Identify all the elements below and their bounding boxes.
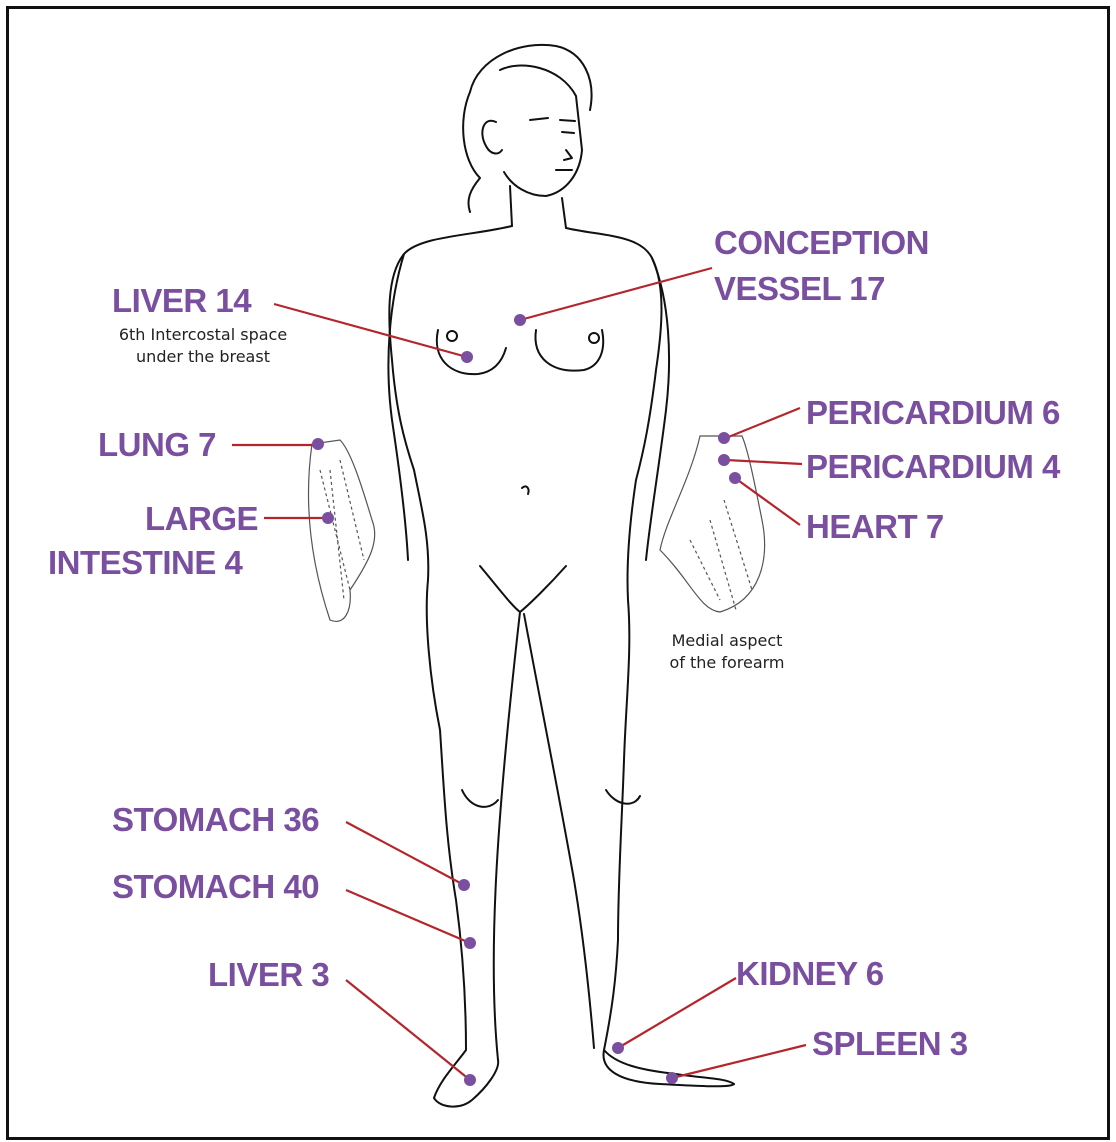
underwear-line [480, 566, 566, 612]
label-stomach-36: STOMACH 36 [112, 803, 319, 836]
note-liver-14-line2: under the breast [110, 346, 296, 368]
label-li4-line1: LARGE [80, 502, 258, 535]
note-forearm-line1: Medial aspect [642, 630, 812, 652]
note-forearm: Medial aspect of the forearm [642, 630, 812, 673]
point-lung7 [312, 438, 324, 450]
point-pc6 [718, 432, 730, 444]
label-stomach-40: STOMACH 40 [112, 870, 319, 903]
label-spleen-3: SPLEEN 3 [812, 1027, 968, 1060]
ponytail [463, 92, 480, 212]
breast-right [535, 330, 603, 371]
point-cv17 [514, 314, 526, 326]
inner-leg-right [524, 614, 594, 1048]
point-ht7 [729, 472, 741, 484]
label-heart-7: HEART 7 [806, 510, 944, 543]
point-liver14 [461, 351, 473, 363]
note-forearm-line2: of the forearm [642, 652, 812, 674]
point-st40 [464, 937, 476, 949]
point-kd6 [612, 1042, 624, 1054]
label-lung-7: LUNG 7 [98, 428, 216, 461]
label-liver-14: LIVER 14 [112, 284, 251, 317]
note-liver-14-line1: 6th Intercostal space [110, 324, 296, 346]
leader-sp3 [672, 1045, 806, 1078]
point-lv3 [464, 1074, 476, 1086]
label-liver-3: LIVER 3 [208, 958, 329, 991]
arm-right [646, 258, 669, 560]
inner-leg-left [494, 612, 520, 1060]
face-outline [500, 66, 582, 196]
leader-cv17 [520, 268, 712, 320]
point-pc4 [718, 454, 730, 466]
label-li4-line2: INTESTINE 4 [48, 546, 242, 579]
label-pericardium-4: PERICARDIUM 4 [806, 450, 1060, 483]
note-liver-14: 6th Intercostal space under the breast [110, 324, 296, 367]
label-cv17-line2: VESSEL 17 [714, 272, 885, 305]
leader-st40 [346, 890, 470, 943]
ear [482, 121, 502, 154]
leader-pc6 [726, 408, 800, 438]
leader-pc4 [726, 460, 802, 464]
label-kidney-6: KIDNEY 6 [736, 957, 884, 990]
hair-outline [470, 45, 592, 110]
point-st36 [458, 879, 470, 891]
point-sp3 [666, 1072, 678, 1084]
leader-kd6 [618, 978, 736, 1048]
leader-ht7 [735, 478, 800, 525]
point-li4 [322, 512, 334, 524]
label-pericardium-6: PERICARDIUM 6 [806, 396, 1060, 429]
label-cv17-line1: CONCEPTION [714, 226, 929, 259]
leader-lv3 [346, 980, 470, 1080]
